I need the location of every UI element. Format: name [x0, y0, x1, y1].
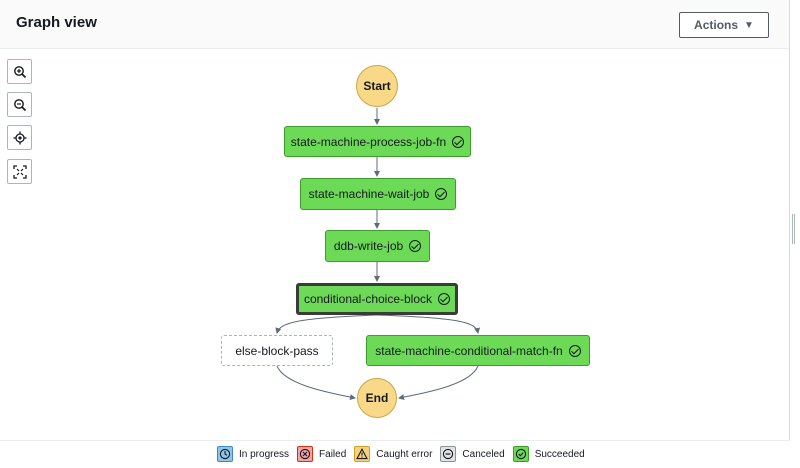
start-node[interactable]: Start	[356, 65, 398, 107]
state-node-label: else-block-pass	[235, 343, 319, 358]
check-circle-icon	[435, 188, 448, 200]
state-node-ddb-write-job[interactable]: ddb-write-job	[325, 230, 430, 262]
state-node-wait-job[interactable]: state-machine-wait-job	[300, 178, 456, 210]
legend-item-canceled: Canceled	[440, 446, 505, 462]
page-title: Graph view	[16, 14, 97, 31]
status-legend: In progress Failed Caught error Canceled…	[217, 446, 593, 462]
center-button[interactable]	[7, 125, 32, 150]
actions-button-label: Actions	[694, 18, 739, 32]
panel-divider	[789, 0, 790, 440]
state-node-label: state-machine-wait-job	[308, 187, 430, 201]
clock-icon	[217, 446, 233, 462]
legend-item-caught-error: Caught error	[354, 446, 432, 462]
state-node-process-job[interactable]: state-machine-process-job-fn	[284, 126, 471, 157]
state-node-label: ddb-write-job	[333, 239, 404, 253]
legend-item-failed: Failed	[297, 446, 346, 462]
resize-handle[interactable]	[792, 214, 795, 244]
check-circle-icon	[512, 446, 529, 462]
zoom-out-icon	[13, 98, 26, 111]
check-circle-icon	[452, 135, 465, 148]
state-node-label: conditional-choice-block	[303, 292, 433, 306]
end-node[interactable]: End	[357, 378, 397, 418]
center-icon	[13, 131, 26, 144]
legend-label: Canceled	[462, 448, 505, 460]
check-circle-icon	[409, 240, 422, 252]
state-node-label: state-machine-process-job-fn	[290, 134, 447, 149]
check-circle-icon	[438, 293, 451, 305]
state-node-conditional-match-fn[interactable]: state-machine-conditional-match-fn	[366, 335, 590, 366]
legend-item-in-progress: In progress	[217, 446, 289, 462]
check-circle-icon	[568, 344, 581, 357]
x-circle-icon	[297, 446, 314, 462]
caret-down-icon: ▼	[744, 19, 754, 31]
legend-label: Failed	[319, 448, 347, 460]
fit-to-screen-icon	[12, 164, 27, 179]
zoom-in-button[interactable]	[7, 59, 32, 84]
graph-edges	[275, 108, 481, 401]
zoom-in-icon	[13, 65, 26, 78]
state-node-label: state-machine-conditional-match-fn	[375, 343, 563, 358]
minus-circle-icon	[440, 446, 457, 462]
legend-item-succeeded: Succeeded	[512, 446, 585, 462]
actions-button[interactable]: Actions ▼	[679, 12, 769, 38]
legend-label: Succeeded	[534, 448, 585, 460]
state-node-conditional-choice-block[interactable]: conditional-choice-block	[296, 283, 458, 315]
status-legend-bar: In progress Failed Caught error Canceled…	[0, 440, 790, 468]
graph-view-header: Graph view Actions ▼	[0, 0, 790, 49]
zoom-out-button[interactable]	[7, 92, 32, 117]
state-node-else-block-pass[interactable]: else-block-pass	[221, 335, 333, 366]
warning-icon	[354, 446, 371, 462]
fit-to-screen-button[interactable]	[7, 159, 32, 184]
legend-label: Caught error	[376, 448, 433, 460]
legend-label: In progress	[239, 448, 290, 460]
